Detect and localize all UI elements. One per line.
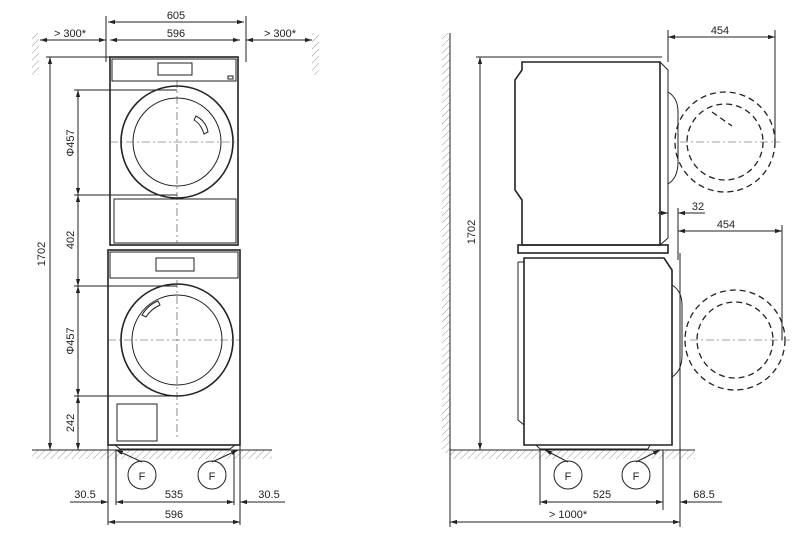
- front-view: 605 596 > 300* > 300* 1702 Φ457 402 Φ457…: [32, 10, 319, 525]
- foot-label: F: [565, 471, 572, 483]
- dim-base-width: 596: [165, 509, 183, 521]
- dim-door-gap: 402: [65, 231, 77, 249]
- foot-marker-right: [197, 460, 227, 490]
- display-panel: [157, 62, 193, 76]
- dim-foot-left-offset: 30.5: [74, 489, 95, 501]
- dim-door-upper: Φ457: [65, 129, 77, 156]
- dryer-front: [109, 56, 239, 246]
- dim-foot-spacing: 535: [165, 489, 183, 501]
- floor: [450, 450, 695, 459]
- door-swing-lower: [684, 289, 786, 391]
- dim-clearance-right: > 300*: [264, 28, 297, 40]
- foot-marker-left: [127, 460, 157, 490]
- foot-label: F: [633, 471, 640, 483]
- drawer: [113, 198, 237, 244]
- wall-left: [32, 33, 39, 75]
- side-view: 454 32 454 1702 F F 525 68.5 > 1000*: [442, 25, 790, 527]
- washer-front: [107, 249, 241, 450]
- display-panel: [155, 257, 195, 272]
- foot-label: F: [209, 471, 216, 483]
- dim-door-offset: 32: [692, 201, 704, 213]
- service-flap: [116, 403, 158, 442]
- dim-foot-right-offset: 30.5: [258, 489, 279, 501]
- dim-door-lower: Φ457: [65, 327, 77, 354]
- dim-total-height: 1702: [466, 220, 478, 244]
- floor: [32, 450, 272, 459]
- dim-clearance-left: > 300*: [54, 28, 87, 40]
- dryer-side: [510, 56, 780, 246]
- dim-door-swing-lower: 454: [717, 219, 735, 231]
- dim-door-swing-upper: 454: [711, 25, 729, 37]
- foot-label: F: [139, 471, 146, 483]
- dim-width-body: 596: [167, 28, 185, 40]
- dim-total-height: 1702: [36, 242, 48, 266]
- dim-width-overall: 605: [167, 10, 185, 22]
- wall-rear: [442, 33, 450, 453]
- dim-front-clearance: > 1000*: [549, 509, 588, 521]
- dim-door-bottom: 242: [65, 414, 77, 432]
- wall-right: [312, 33, 319, 75]
- dim-foot-spacing: 525: [593, 489, 611, 501]
- foot-marker-rear: [553, 460, 583, 490]
- dim-rear-offset: 68.5: [693, 489, 714, 501]
- washer-side: [517, 244, 790, 450]
- foot-marker-front: [621, 460, 651, 490]
